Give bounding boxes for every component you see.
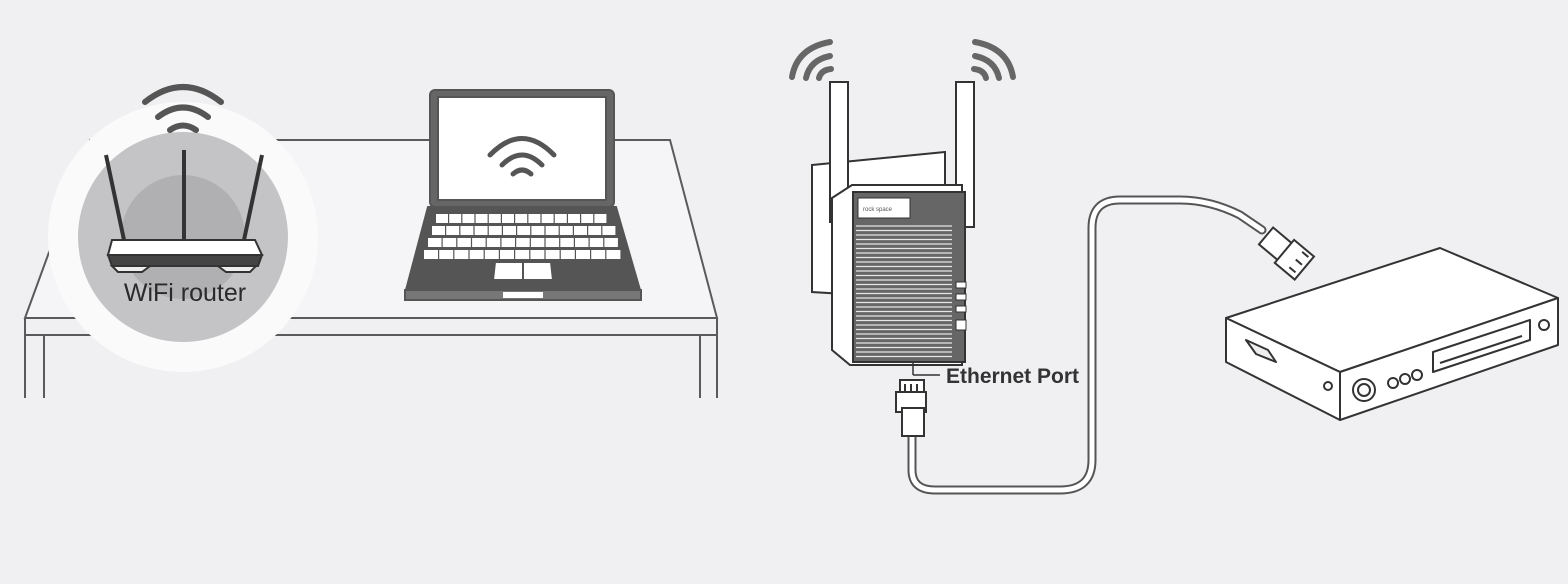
keyboard-key bbox=[530, 250, 545, 259]
keyboard-key bbox=[545, 250, 560, 259]
keyboard-key bbox=[442, 238, 457, 247]
keyboard-key bbox=[545, 226, 559, 235]
wifi-waves-icon bbox=[142, 84, 224, 133]
ethernet-port-label: Ethernet Port bbox=[946, 365, 1079, 388]
keyboard-key bbox=[475, 214, 488, 223]
keyboard-key bbox=[486, 238, 501, 247]
keyboard-key bbox=[531, 226, 545, 235]
keyboard-key bbox=[446, 226, 460, 235]
keyboard-key bbox=[530, 238, 545, 247]
keyboard-key bbox=[502, 214, 514, 223]
keyboard-key bbox=[472, 238, 486, 247]
keyboard-key bbox=[568, 214, 580, 223]
keyboard-key bbox=[515, 250, 530, 259]
keyboard-key bbox=[559, 226, 573, 235]
keyboard-key bbox=[469, 250, 484, 259]
keyboard-key bbox=[484, 250, 499, 259]
keyboard-key bbox=[424, 250, 438, 259]
keyboard-key bbox=[528, 214, 541, 223]
laptop-icon bbox=[404, 89, 642, 301]
keyboard-key bbox=[554, 214, 567, 223]
keyboard-key bbox=[606, 250, 621, 259]
keyboard-key bbox=[501, 238, 515, 247]
brand-label: rock space bbox=[863, 207, 893, 213]
laptop-keyboard bbox=[424, 214, 621, 259]
keyboard-key bbox=[581, 214, 594, 223]
keyboard-key bbox=[560, 250, 575, 259]
keyboard-key bbox=[515, 214, 528, 223]
media-player-icon bbox=[1225, 247, 1559, 421]
keyboard-key bbox=[488, 226, 502, 235]
keyboard-key bbox=[560, 238, 574, 247]
keyboard-key bbox=[517, 226, 531, 235]
wifi-waves-icon bbox=[487, 136, 557, 177]
keyboard-key bbox=[436, 214, 448, 223]
keyboard-key bbox=[604, 238, 618, 247]
ethernet-plug-icon bbox=[895, 379, 927, 437]
keyboard-key bbox=[457, 238, 471, 247]
keyboard-key bbox=[602, 226, 616, 235]
extender-icon bbox=[811, 81, 975, 366]
keyboard-key bbox=[428, 238, 442, 247]
keyboard-key bbox=[574, 226, 587, 235]
keyboard-key bbox=[454, 250, 469, 259]
keyboard-key bbox=[576, 250, 590, 259]
keyboard-key bbox=[589, 238, 604, 247]
keyboard-key bbox=[545, 238, 560, 247]
keyboard-key bbox=[432, 226, 445, 235]
extender-grille bbox=[856, 225, 952, 358]
keyboard-key bbox=[474, 226, 488, 235]
router-label: WiFi router bbox=[124, 279, 246, 307]
keyboard-key bbox=[588, 226, 602, 235]
keyboard-key bbox=[541, 214, 554, 223]
keyboard-key bbox=[449, 214, 462, 223]
keyboard-key bbox=[460, 226, 474, 235]
extender-leds bbox=[955, 281, 967, 331]
keyboard-key bbox=[462, 214, 475, 223]
keyboard-key bbox=[591, 250, 606, 259]
wifi-waves-icon bbox=[789, 39, 1016, 81]
keyboard-key bbox=[594, 214, 607, 223]
keyboard-key bbox=[575, 238, 589, 247]
keyboard-key bbox=[516, 238, 530, 247]
keyboard-key bbox=[439, 250, 454, 259]
keyboard-key bbox=[500, 250, 514, 259]
keyboard-key bbox=[488, 214, 501, 223]
ethernet-plug-icon bbox=[1257, 226, 1316, 281]
router-icon bbox=[104, 150, 264, 273]
keyboard-key bbox=[503, 226, 516, 235]
